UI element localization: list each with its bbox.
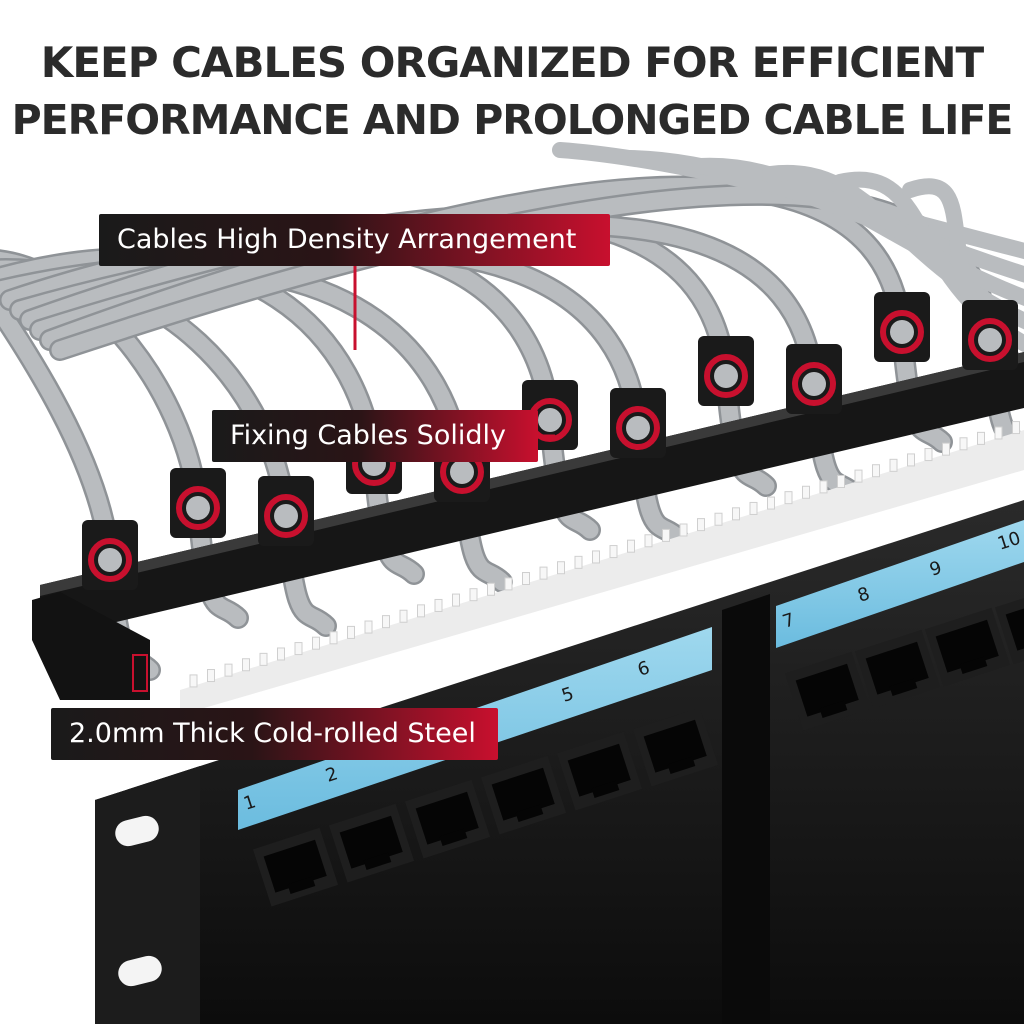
punch-down-tooth	[784, 491, 793, 505]
punch-down-tooth	[189, 674, 198, 688]
rj45-port	[556, 731, 643, 811]
punch-down-tooth	[224, 663, 233, 677]
rj45-port	[480, 755, 567, 835]
punch-down-tooth	[889, 458, 898, 472]
punch-down-tooth	[417, 604, 425, 618]
network-cable	[692, 157, 1024, 306]
punch-down-tooth	[1012, 421, 1020, 435]
punch-down-tooth	[522, 572, 530, 586]
rj45-port	[924, 607, 1011, 687]
cable-management-bar	[40, 352, 1024, 640]
rj45-ports	[252, 585, 1024, 907]
punch-down-tooth	[452, 593, 460, 607]
punch-down-tooth	[732, 507, 740, 521]
side-bracket	[32, 592, 150, 700]
mounting-hole-bottom	[118, 955, 162, 987]
punch-down-tooth	[767, 496, 775, 510]
punch-down-tooth	[749, 501, 758, 515]
callout-density: Cables High Density Arrangement	[99, 214, 610, 266]
punch-down-tooth	[259, 652, 268, 666]
punch-down-tooth	[977, 431, 985, 445]
cable-clip	[258, 476, 314, 546]
punch-down-tooth	[697, 518, 705, 532]
punch-down-tooth	[644, 534, 653, 548]
punch-down-tooth	[994, 426, 1003, 440]
rj45-port	[994, 585, 1024, 665]
punch-down-tooth	[907, 453, 915, 467]
punch-down-tooth	[347, 625, 355, 639]
headline-line-1: KEEP CABLES ORGANIZED FOR EFFICIENT	[40, 38, 984, 87]
punch-down-tooth	[364, 620, 373, 634]
headline-line-2: PERFORMANCE AND PROLONGED CABLE LIFE	[11, 96, 1014, 144]
rj45-port	[252, 827, 339, 907]
cable-clip	[170, 468, 226, 538]
punch-down-tooth	[609, 545, 618, 559]
rj45-port	[854, 629, 941, 709]
rj45-port	[328, 803, 415, 883]
punch-down-tooth	[854, 469, 863, 483]
punch-down-tooth	[207, 669, 215, 683]
punch-down-tooth	[714, 512, 723, 526]
punch-down-tooth	[592, 550, 600, 564]
punch-down-tooth	[924, 448, 933, 462]
punch-down-tooth	[872, 464, 880, 478]
callout-steel: 2.0mm Thick Cold-rolled Steel	[51, 708, 498, 760]
punch-down-tooth	[942, 442, 950, 456]
mounting-ear	[95, 766, 200, 1024]
punch-down-tooth	[242, 658, 250, 672]
rj45-port	[632, 707, 719, 787]
punch-down-tooth	[819, 480, 828, 494]
callout-fixing: Fixing Cables Solidly	[212, 410, 538, 462]
cable-clip	[610, 388, 666, 458]
punch-down-tooth	[312, 636, 320, 650]
punch-down-tooth	[504, 577, 513, 591]
punch-down-tooth	[679, 523, 688, 537]
punch-down-tooth	[802, 485, 810, 499]
punch-down-tooth	[399, 609, 408, 623]
punch-down-teeth	[189, 421, 1020, 688]
cable-clip	[82, 520, 138, 590]
punch-down-tooth	[487, 582, 495, 596]
punch-down-tooth	[434, 598, 443, 612]
cable-clip	[698, 336, 754, 406]
punch-down-tooth	[837, 474, 845, 488]
punch-down-tooth	[662, 528, 670, 542]
rj45-port	[784, 651, 871, 731]
punch-down-tooth	[469, 588, 478, 602]
label-strip-right	[776, 520, 1024, 648]
punch-down-tooth	[539, 566, 548, 580]
cable-clip	[786, 344, 842, 414]
punch-down-tooth	[329, 631, 338, 645]
punch-down-tooth	[557, 561, 565, 575]
rj45-port	[404, 779, 491, 859]
punch-down-tooth	[574, 555, 583, 569]
mounting-hole-top	[115, 815, 159, 847]
punch-down-tooth	[959, 437, 968, 451]
punch-down-tooth	[382, 615, 390, 629]
punch-down-tooth	[627, 539, 635, 553]
punch-down-block	[180, 430, 1024, 715]
cable-clip	[874, 292, 930, 362]
punch-down-tooth	[277, 647, 285, 661]
cable-clip	[962, 300, 1018, 370]
punch-down-tooth	[294, 642, 303, 656]
